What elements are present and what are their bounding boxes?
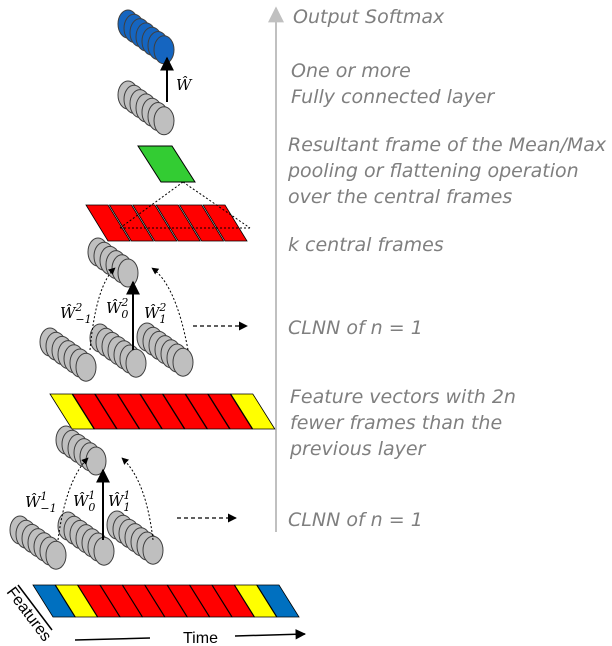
frame-red (108, 204, 155, 242)
clnn-top-center-stack (89, 323, 147, 378)
frame-red (132, 204, 178, 242)
node (75, 352, 97, 382)
weight-top-left: Ŵ2−1 (60, 301, 92, 326)
node (153, 106, 175, 136)
node (45, 540, 67, 570)
frame-blue (256, 584, 300, 618)
weight-bottom-left: Ŵ1−1 (25, 490, 57, 515)
node (142, 535, 164, 565)
clnn-bottom-center-stack (57, 511, 115, 566)
frame-red (155, 204, 201, 242)
frame-yellow (230, 393, 276, 430)
frame-red (184, 393, 231, 430)
frame-red (162, 393, 208, 430)
clnn-bottom-output-stack (55, 425, 107, 476)
frame-red (202, 204, 248, 242)
frame-red (117, 393, 163, 430)
node (93, 536, 115, 566)
node (125, 348, 147, 378)
frame-red (178, 204, 225, 242)
pooled-frame (137, 145, 196, 183)
frame-red (71, 393, 118, 430)
frame-red (94, 393, 140, 430)
fully-connected-node-stack (117, 80, 175, 136)
label-clnn-bottom: CLNN of n = 1 (288, 509, 423, 531)
clnn-top-left-stack (39, 327, 97, 382)
time-axis-label: Time (183, 630, 218, 646)
clnn-top-output-stack (87, 237, 139, 288)
feature-vectors-strip (49, 393, 276, 430)
frame-red (207, 393, 253, 430)
central-frames-strip (85, 204, 248, 242)
clnn-top-connections (89, 267, 248, 351)
fc-weight-label: Ŵ (176, 76, 193, 94)
time-axis: Time (74, 629, 307, 646)
node (153, 35, 175, 65)
clnn-bottom-right-stack (106, 510, 164, 565)
input-frames-strip (32, 584, 300, 618)
frame-red (139, 393, 186, 430)
label-central-frames: k central frames (288, 234, 444, 256)
clnn-bottom-connections (57, 457, 237, 541)
softmax-node-stack (117, 9, 175, 65)
label-output-softmax: Output Softmax (293, 6, 445, 28)
clnn-top-right-stack (136, 322, 194, 377)
clnn-bottom-left-stack (9, 515, 67, 570)
frame-yellow (49, 393, 95, 430)
node (117, 258, 139, 288)
frame-red (85, 204, 131, 242)
pooling-projection (119, 181, 251, 229)
node (172, 347, 194, 377)
label-clnn-top: CLNN of n = 1 (288, 317, 423, 339)
